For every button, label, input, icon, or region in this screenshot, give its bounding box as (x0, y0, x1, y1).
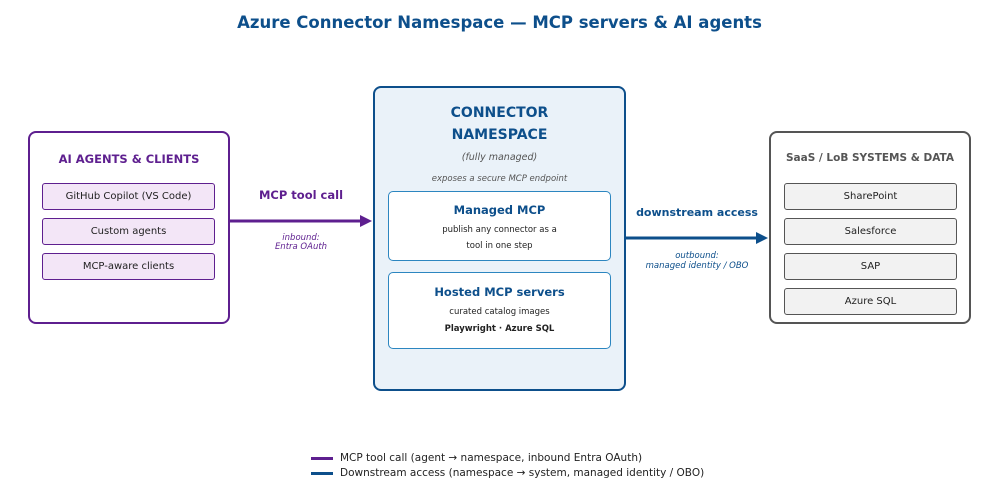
namespace-heading-line1: CONNECTOR (450, 105, 549, 121)
agent-item-custom-agents: Custom agents (42, 218, 215, 245)
page-title: Azure Connector Namespace — MCP servers … (237, 13, 762, 32)
managed-mcp-card: Managed MCP publish any connector as a t… (388, 191, 611, 261)
hosted-mcp-line1: curated catalog images (449, 307, 550, 317)
system-item-azure-sql: Azure SQL (784, 288, 957, 315)
namespace-heading-line2: NAMESPACE (451, 127, 548, 143)
managed-mcp-title: Managed MCP (453, 203, 546, 217)
hosted-mcp-card: Hosted MCP servers curated catalog image… (388, 272, 611, 349)
downstream-sub1: outbound: (675, 251, 719, 261)
legend-tool-call: MCP tool call (agent → namespace, inboun… (340, 452, 643, 464)
hosted-mcp-title: Hosted MCP servers (434, 285, 565, 299)
managed-mcp-line1: publish any connector as a (442, 225, 557, 235)
system-item-sharepoint: SharePoint (784, 183, 957, 210)
tool-call-sub1: inbound: (282, 233, 320, 243)
namespace-subtitle: (fully managed) (461, 152, 538, 163)
legend-swatch-downstream (311, 472, 333, 475)
managed-mcp-line2: tool in one step (466, 241, 533, 251)
agent-item-github-copilot: GitHub Copilot (VS Code) (42, 183, 215, 210)
legend-swatch-tool-call (311, 457, 333, 460)
hosted-mcp-line2: Playwright · Azure SQL (444, 324, 555, 334)
agents-panel-heading: AI AGENTS & CLIENTS (58, 152, 200, 166)
system-item-sap: SAP (784, 253, 957, 280)
tool-call-arrow (230, 215, 372, 227)
agent-item-mcp-clients: MCP-aware clients (42, 253, 215, 280)
tool-call-label: MCP tool call (258, 188, 344, 202)
downstream-sub2: managed identity / OBO (645, 261, 749, 271)
tool-call-sub2: Entra OAuth (274, 242, 328, 252)
namespace-note: exposes a secure MCP endpoint (431, 174, 568, 184)
downstream-arrow (626, 232, 768, 244)
downstream-label: downstream access (636, 206, 758, 219)
legend-downstream: Downstream access (namespace → system, m… (340, 467, 705, 479)
system-item-salesforce: Salesforce (784, 218, 957, 245)
systems-panel-heading: SaaS / LoB SYSTEMS & DATA (785, 152, 955, 164)
